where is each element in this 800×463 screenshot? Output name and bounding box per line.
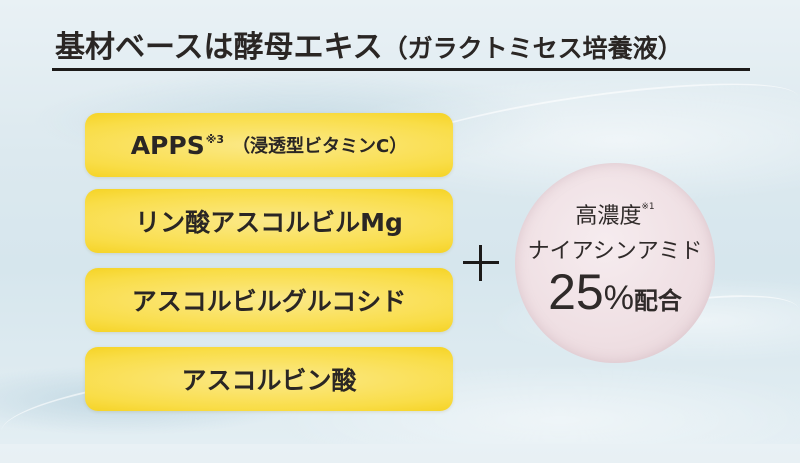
footnote-mark: ※1: [641, 201, 655, 212]
ingredient-pill-glucoside: アスコルビルグルコシド: [85, 268, 453, 332]
title-divider: [52, 68, 750, 71]
ingredient-label: アスコルビルグルコシド: [131, 287, 407, 316]
ingredient-label: APPS: [130, 130, 205, 160]
percent-value: 25: [548, 264, 604, 320]
page-title: 基材ベースは酵母エキス（ガラクトミセス培養液）: [55, 22, 755, 66]
footnote-mark: ※3: [205, 132, 225, 146]
badge-line2: ナイアシンアミド: [527, 239, 703, 264]
title-paren: （ガラクトミセス培養液）: [382, 34, 683, 63]
percent-sign: %: [603, 279, 634, 317]
ingredient-pill-mg: リン酸アスコルビルMg: [85, 189, 453, 253]
badge-concentration: 高濃度: [575, 204, 642, 229]
badge-line1: 高濃度※1: [515, 198, 715, 230]
plus-icon: [463, 245, 499, 281]
ingredient-label: リン酸アスコルビルMg: [135, 208, 403, 237]
ingredient-note: （浸透型ビタミンC）: [232, 136, 408, 157]
badge-suffix: 配合: [633, 287, 682, 315]
ingredient-pill-apps: APPS※3 （浸透型ビタミンC）: [85, 113, 453, 177]
niacinamide-badge: 高濃度※1 ナイアシンアミド 25%配合: [515, 163, 715, 363]
ingredient-label: アスコルビン酸: [181, 366, 357, 395]
title-main: 基材ベースは酵母エキス: [55, 30, 383, 65]
badge-line3: 25%配合: [515, 263, 715, 321]
ingredient-pill-ascorbic: アスコルビン酸: [85, 347, 453, 411]
